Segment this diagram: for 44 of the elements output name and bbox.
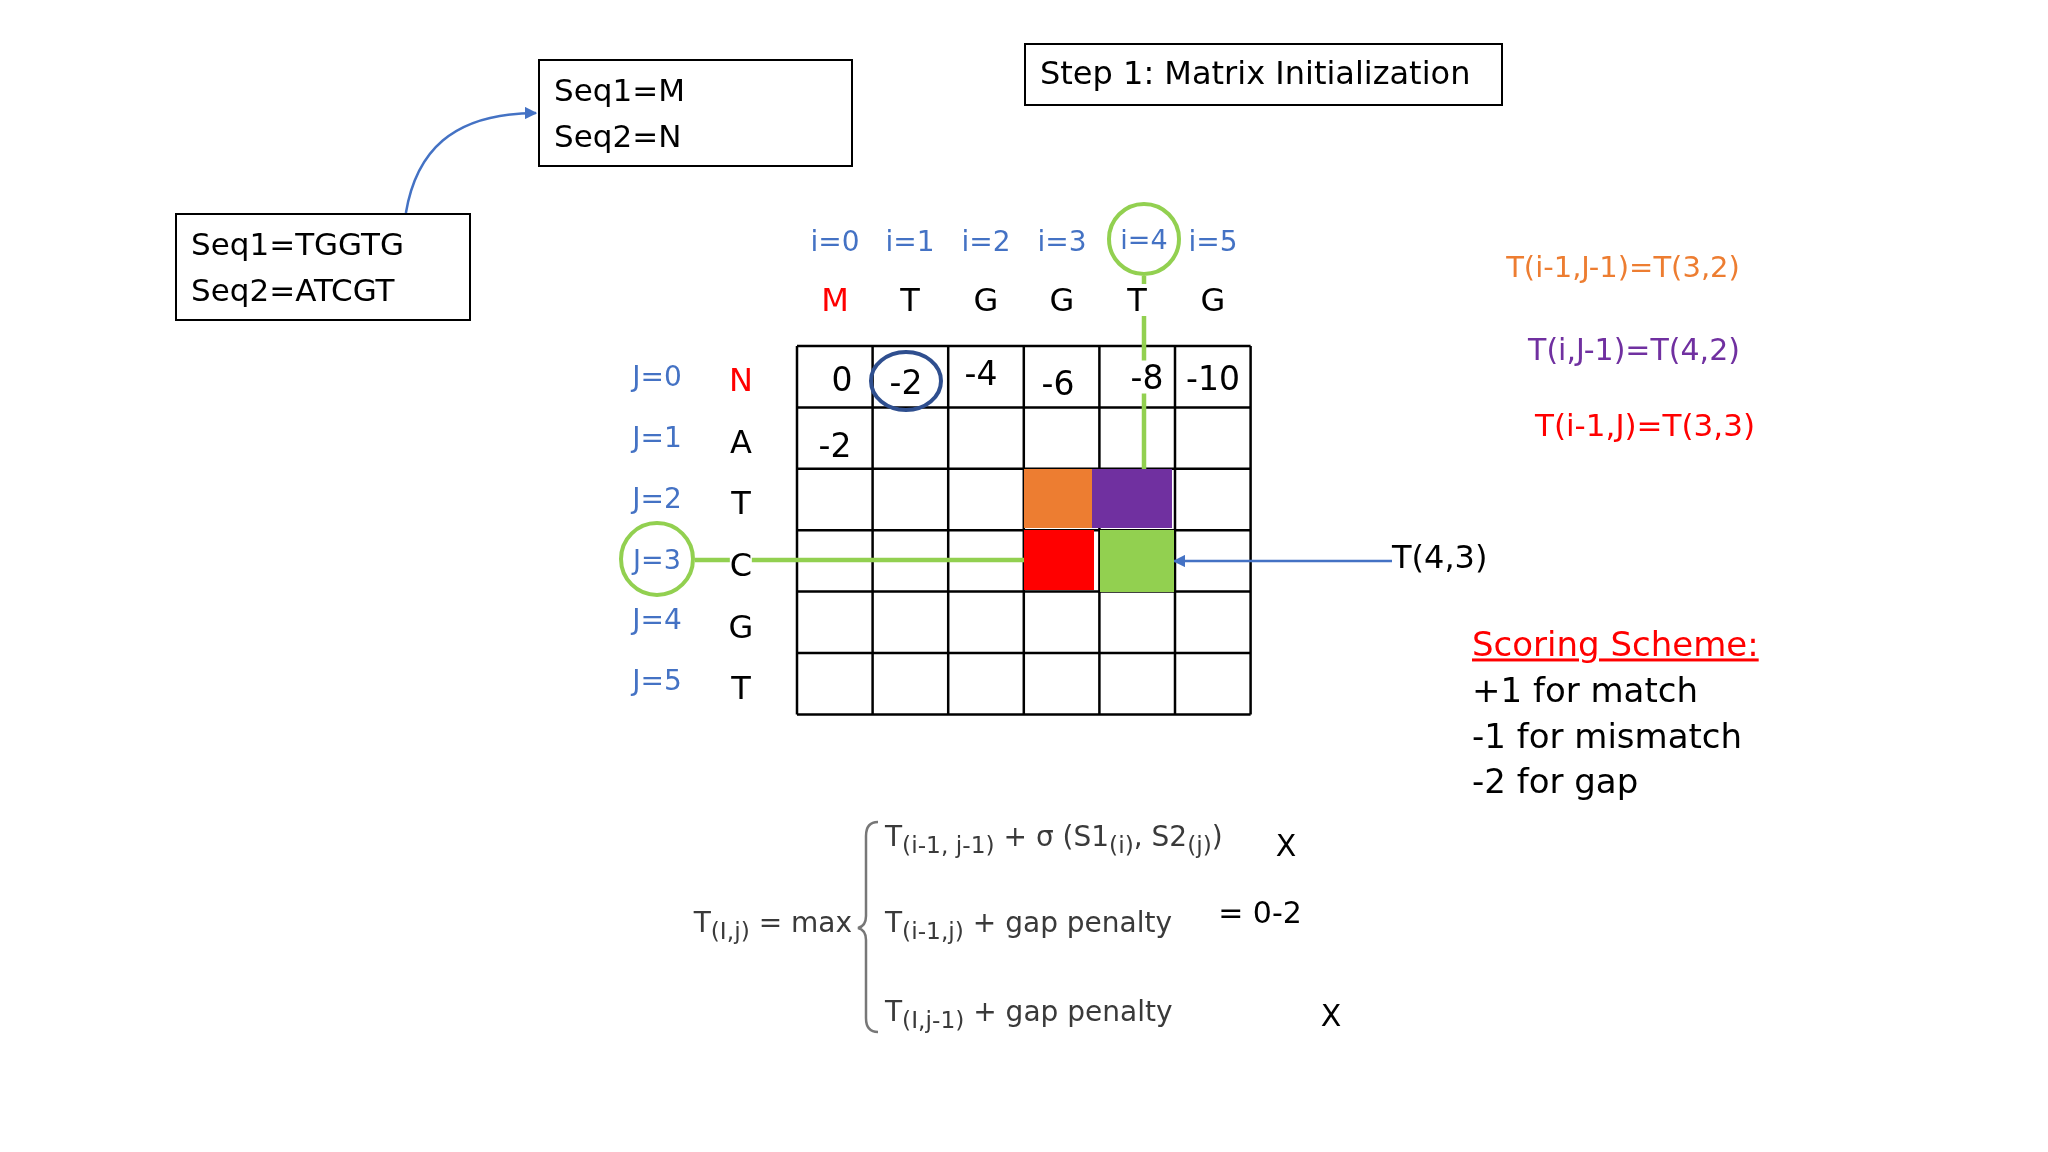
column-index: i=4 [1120, 223, 1168, 255]
connector-line [695, 557, 1024, 563]
sequence-text: Seq1=M [554, 71, 685, 110]
scoring-heading: Scoring Scheme: [1472, 625, 1759, 665]
cell-reference: T(4,3) [1392, 538, 1488, 576]
column-index: i=2 [961, 225, 1011, 259]
cell-reference: T(i-1,J)=T(3,3) [1535, 408, 1755, 444]
row-index: J=1 [632, 421, 682, 455]
cell-reference: T(i,J-1)=T(4,2) [1528, 332, 1740, 368]
column-index: i=5 [1188, 225, 1238, 259]
formula-line: T$_{(I,j)}$ = max [693, 907, 852, 945]
row-index: J=3 [633, 543, 681, 575]
formula-line: T$_{(i-1, j-1)}$ + σ (S1$_{(i)}$, S2$_{(j)}$) [885, 821, 1223, 859]
highlighted-cell [1024, 530, 1094, 590]
scoring-rule: -1 for mismatch [1472, 717, 1743, 757]
result-mark: X [1320, 998, 1342, 1034]
row-index: J=2 [632, 482, 682, 516]
title: Step 1: Matrix Initialization [1024, 43, 1503, 106]
column-index: i=0 [810, 225, 860, 259]
cell-reference: T(i-1,J-1)=T(3,2) [1506, 251, 1740, 285]
highlight-circle [619, 521, 695, 597]
arrow [404, 107, 538, 214]
sequence-box [175, 213, 471, 321]
row-index: J=5 [632, 664, 682, 698]
sequence-letter: T [1127, 284, 1147, 316]
column-index: i=1 [885, 225, 935, 259]
row-index: J=4 [632, 603, 682, 637]
formula-line: T$_{(I,j-1)}$ + gap penalty [885, 996, 1173, 1034]
cell-value: -8 [1130, 360, 1164, 394]
sequence-box [538, 59, 853, 167]
row-index: J=0 [632, 360, 682, 394]
scoring-rule: -2 for gap [1472, 762, 1639, 802]
result-value: = 0-2 [1218, 895, 1302, 931]
highlight-circle [1107, 202, 1181, 276]
highlighted-cell [1024, 469, 1092, 528]
sequence-text: Seq2=N [554, 117, 682, 156]
result-mark: X [1275, 828, 1297, 864]
sequence-text: Seq2=ATCGT [191, 271, 395, 310]
column-index: i=3 [1037, 225, 1087, 259]
scoring-rule: +1 for match [1472, 671, 1698, 711]
highlighted-cell [1100, 530, 1174, 592]
formula-line: T$_{(i-1,j)}$ + gap penalty [885, 907, 1173, 945]
sequence-text: Seq1=TGGTG [191, 225, 404, 264]
highlighted-cell [1092, 469, 1172, 528]
